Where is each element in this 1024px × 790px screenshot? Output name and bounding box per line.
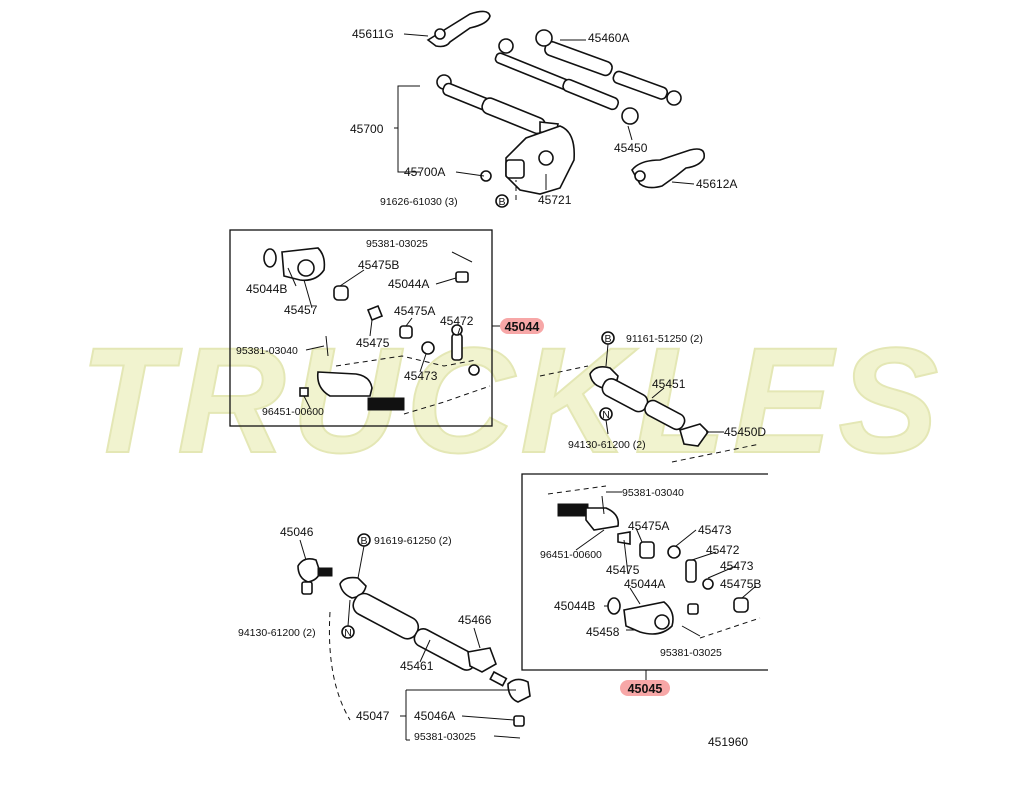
label-45047: 45047 [356, 709, 390, 723]
label-91161: 91161-51250 (2) [626, 333, 703, 345]
label-95381-03025-a: 95381-03025 [366, 238, 428, 250]
label-45700a: 45700A [404, 165, 445, 179]
b-symbol: B [498, 196, 505, 208]
bracket-boss [538, 150, 554, 166]
tie-rod-end-body [316, 371, 373, 397]
b-symbol-circle [495, 194, 509, 208]
label-45457: 45457 [284, 303, 318, 317]
highlight-45044 [500, 318, 544, 334]
label-45450d: 45450D [724, 425, 766, 439]
label-45044b-a: 45044B [246, 282, 287, 296]
drag-link-assembly: B N 45046 91619-61250 (2) 94130-61200 (2… [238, 525, 531, 743]
label-45475b-a: 45475B [358, 258, 399, 272]
kit-frame-45044 [229, 229, 493, 427]
label-45461: 45461 [400, 659, 434, 673]
label-45450: 45450 [614, 141, 648, 155]
watermark: TRUCKLES [79, 315, 945, 485]
watermark-text: TRUCKLES [80, 316, 945, 484]
label-45612a: 45612A [696, 177, 737, 191]
label-45458: 45458 [586, 625, 620, 639]
label-45611g: 45611G [352, 27, 394, 41]
label-45045[interactable]: 45045 [628, 682, 663, 696]
label-45475a-b: 45475A [628, 519, 669, 533]
idler-arm-45612a [631, 148, 706, 189]
label-95381-03040-a: 95381-03040 [236, 345, 298, 357]
tie-rod-end-45047 [507, 678, 531, 703]
label-45472-a: 45472 [440, 314, 474, 328]
nut-45044a [455, 271, 469, 283]
relay-rod-45460a [494, 29, 682, 125]
tie-rod-end-45046 [297, 558, 321, 583]
kit-frame-45045 [521, 473, 768, 671]
figure-number: 451960 [708, 735, 748, 749]
label-94130-b: 94130-61200 (2) [238, 627, 316, 639]
label-91619: 91619-61250 (2) [374, 535, 452, 547]
label-45044a-b: 45044A [624, 577, 665, 591]
label-45044a-a: 45044A [388, 277, 429, 291]
tie-rod-end-kit-45044: 95381-03025 45475B 45044A 45044B 45457 4… [229, 229, 544, 427]
label-45475a-a: 45475A [394, 304, 435, 318]
label-45473-c: 45473 [720, 559, 754, 573]
label-45046a: 45046A [414, 709, 455, 723]
label-45473-b: 45473 [698, 523, 732, 537]
label-95381-03025-d: 95381-03025 [660, 647, 722, 659]
label-45473-a: 45473 [404, 369, 438, 383]
tie-rod-45700 [436, 74, 559, 135]
threaded-shank-b [557, 503, 589, 517]
label-45044b-b: 45044B [554, 599, 595, 613]
threaded-shank [367, 397, 405, 411]
tie-rod-end-kit-45045: 95381-03040 45475A 45473 96451-00600 454… [521, 473, 768, 696]
label-45044[interactable]: 45044 [505, 320, 540, 334]
top-linkage-assembly: 45611G 45460A 45700 45450 45700A 45612A … [350, 10, 737, 208]
label-45460a: 45460A [588, 31, 629, 45]
label-45475-a: 45475 [356, 336, 390, 350]
seat-45475b [333, 285, 349, 301]
ball-stud-45472 [451, 333, 463, 361]
label-45721: 45721 [538, 193, 572, 207]
highlight-45045 [620, 680, 670, 696]
label-45475-b: 45475 [606, 563, 640, 577]
label-45475b-b: 45475B [720, 577, 761, 591]
n-symbol-1: N [602, 409, 610, 421]
label-45466: 45466 [458, 613, 492, 627]
b-symbol-2: B [604, 333, 611, 345]
b-symbol-3: B [360, 535, 367, 547]
n-symbol-2: N [344, 627, 352, 639]
label-45472-b: 45472 [706, 543, 740, 557]
label-45700: 45700 [350, 122, 384, 136]
label-96451-00600-a: 96451-00600 [262, 406, 324, 418]
label-94130-a: 94130-61200 (2) [568, 439, 646, 451]
label-91626: 91626-61030 (3) [380, 196, 458, 208]
arm-bolt [434, 28, 446, 40]
label-96451-00600-b: 96451-00600 [540, 549, 602, 561]
label-95381-03025-e: 95381-03025 [414, 731, 476, 743]
label-45046: 45046 [280, 525, 314, 539]
label-95381-03040-b: 95381-03040 [622, 487, 684, 499]
label-45451: 45451 [652, 377, 686, 391]
tie-rod-45451-assembly: B 91161-51250 (2) N 45451 45450D 94130-6… [539, 331, 766, 463]
